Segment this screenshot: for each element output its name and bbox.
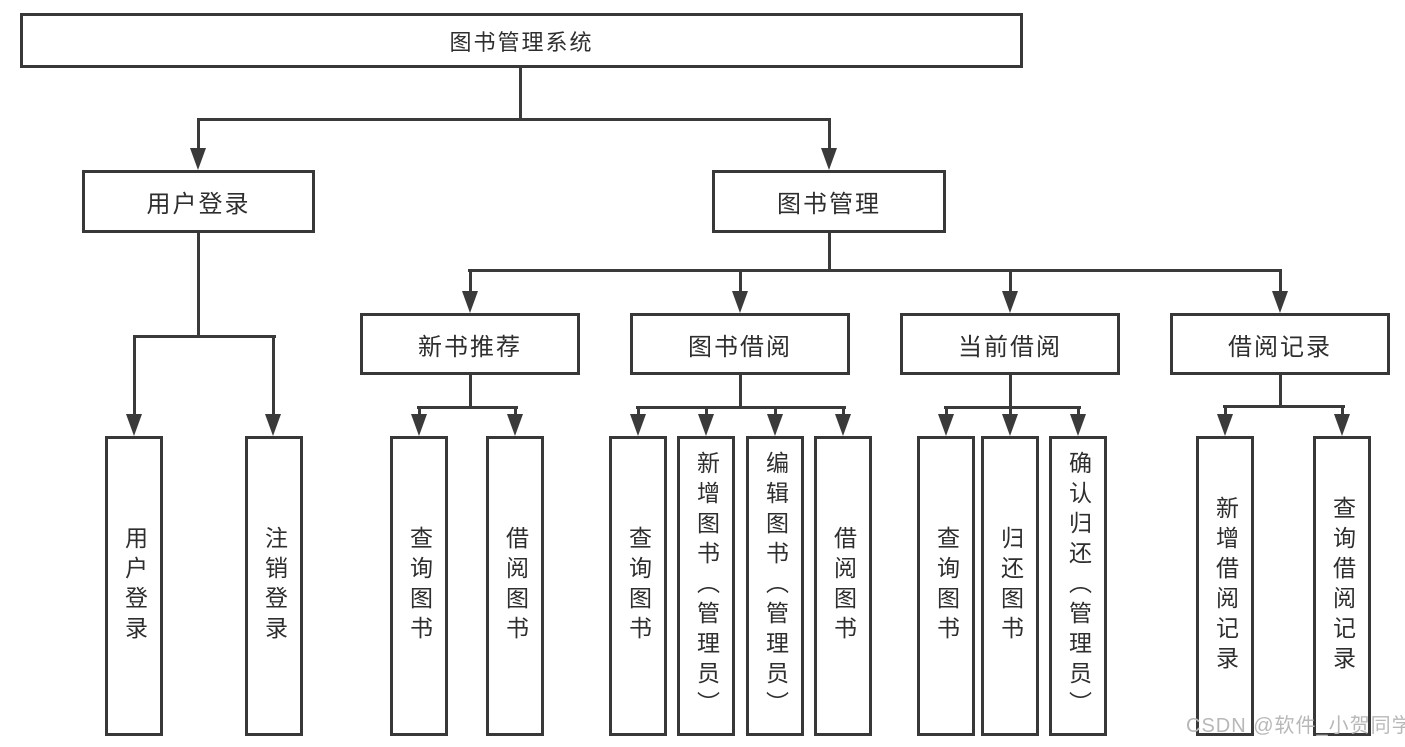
node-label: 图书管理系统 <box>449 29 594 55</box>
connector-stem <box>1009 406 1012 417</box>
node-leaf-add-book-admin: 新增图书（管理员） <box>677 436 735 736</box>
node-current-borrow: 当前借阅 <box>900 313 1120 375</box>
arrow-down-icon <box>265 414 281 436</box>
connector-stem <box>637 406 640 417</box>
connector-stem <box>1009 375 1012 408</box>
node-label: 确认归还（管理员） <box>1065 451 1092 721</box>
node-leaf-borrow-book: 借阅图书 <box>814 436 872 736</box>
node-label: 当前借阅 <box>958 333 1062 361</box>
connector-rail <box>1223 405 1345 408</box>
node-label: 编辑图书（管理员） <box>762 451 789 721</box>
node-leaf-user-login: 用户登录 <box>105 436 163 736</box>
node-book-management: 图书管理 <box>712 170 946 233</box>
arrow-down-icon <box>732 291 748 313</box>
arrow-down-icon <box>411 414 427 436</box>
connector-level2-rail <box>197 118 831 121</box>
connector-stem <box>705 406 708 417</box>
connector-stem <box>945 406 948 417</box>
connector-stem <box>514 406 517 417</box>
connector-stem <box>133 335 136 416</box>
arrow-down-icon <box>1070 414 1086 436</box>
arrow-down-icon <box>698 414 714 436</box>
connector-stem <box>272 335 275 416</box>
connector-stem <box>1279 375 1282 407</box>
node-label: 查询图书 <box>625 526 652 646</box>
connector-login-rail <box>133 335 276 338</box>
arrow-down-icon <box>1217 414 1233 436</box>
node-leaf-add-borrow-record: 新增借阅记录 <box>1196 436 1254 736</box>
arrow-down-icon <box>821 148 837 170</box>
node-leaf-borrow-book: 借阅图书 <box>486 436 544 736</box>
node-label: 新增借阅记录 <box>1212 496 1239 676</box>
node-leaf-edit-book-admin: 编辑图书（管理员） <box>746 436 804 736</box>
connector-root-stem <box>519 68 522 120</box>
node-leaf-query-book: 查询图书 <box>390 436 448 736</box>
arrow-down-icon <box>767 414 783 436</box>
node-label: 用户登录 <box>146 191 251 218</box>
arrow-down-icon <box>190 148 206 170</box>
arrow-down-icon <box>1334 414 1350 436</box>
arrow-down-icon <box>1002 414 1018 436</box>
arrow-down-icon <box>938 414 954 436</box>
arrow-down-icon <box>1272 291 1288 313</box>
connector-mgmt-stem <box>828 233 831 272</box>
connector-stem <box>1341 405 1344 417</box>
connector-rail <box>417 406 518 409</box>
node-leaf-logout: 注销登录 <box>245 436 303 736</box>
node-label: 用户登录 <box>121 526 148 646</box>
node-leaf-query-book: 查询图书 <box>609 436 667 736</box>
connector-stem <box>774 406 777 417</box>
watermark-text: CSDN @软件_小贺同学 <box>1186 715 1405 737</box>
connector-level3-rail <box>468 269 1282 272</box>
connector-stem <box>1009 269 1012 294</box>
arrow-down-icon <box>835 414 851 436</box>
connector-rail <box>636 406 846 409</box>
arrow-down-icon <box>126 414 142 436</box>
node-leaf-return-book: 归还图书 <box>981 436 1039 736</box>
connector-login-stem <box>197 233 200 337</box>
node-new-book-recommend: 新书推荐 <box>360 313 580 375</box>
node-label: 借阅记录 <box>1228 333 1332 361</box>
connector-stem <box>1279 269 1282 294</box>
connector-stem <box>739 375 742 408</box>
node-label: 图书借阅 <box>688 333 792 361</box>
node-label: 新增图书（管理员） <box>693 451 720 721</box>
connector-rail <box>944 406 1081 409</box>
node-label: 借阅图书 <box>830 526 857 646</box>
node-label: 查询借阅记录 <box>1329 496 1356 676</box>
connector-stem <box>828 119 831 152</box>
connector-stem <box>197 119 200 152</box>
arrow-down-icon <box>630 414 646 436</box>
node-leaf-query-borrow-record: 查询借阅记录 <box>1313 436 1371 736</box>
node-label: 归还图书 <box>997 526 1024 646</box>
node-leaf-query-book: 查询图书 <box>917 436 975 736</box>
connector-stem <box>469 269 472 294</box>
connector-stem <box>842 406 845 417</box>
node-label: 查询图书 <box>933 526 960 646</box>
arrow-down-icon <box>1002 291 1018 313</box>
connector-stem <box>1224 405 1227 417</box>
connector-stem <box>1077 406 1080 417</box>
connector-stem <box>739 269 742 294</box>
node-label: 图书管理 <box>777 191 881 218</box>
connector-stem <box>418 406 421 417</box>
node-library-system: 图书管理系统 <box>20 13 1023 68</box>
node-book-borrow: 图书借阅 <box>630 313 850 375</box>
node-label: 注销登录 <box>261 526 288 646</box>
node-label: 新书推荐 <box>418 333 522 361</box>
node-borrow-records: 借阅记录 <box>1170 313 1390 375</box>
connector-stem <box>469 375 472 408</box>
node-user-login: 用户登录 <box>82 170 315 233</box>
arrow-down-icon <box>507 414 523 436</box>
node-label: 借阅图书 <box>502 526 529 646</box>
node-leaf-confirm-return-admin: 确认归还（管理员） <box>1049 436 1107 736</box>
arrow-down-icon <box>462 291 478 313</box>
node-label: 查询图书 <box>406 526 433 646</box>
